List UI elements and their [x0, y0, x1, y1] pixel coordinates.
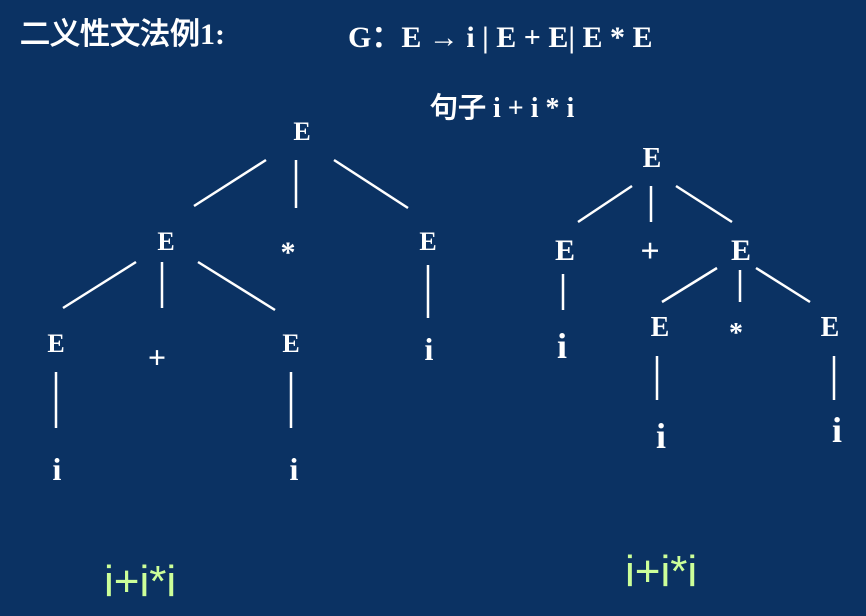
tree1-node-plus: +	[148, 339, 166, 375]
tree2-node-e-rl: E	[651, 312, 670, 343]
tree1-node-e-right: E	[419, 227, 436, 256]
tree2-leaf-i-rr: i	[832, 410, 842, 450]
tree1-leaf-i-right: i	[425, 331, 434, 367]
tree2-node-e-left: E	[555, 234, 575, 267]
parse-tree-1: E E * E E + E i i i	[47, 117, 436, 487]
tree2-edge	[755, 266, 811, 304]
tree2-node-e-rr: E	[821, 312, 840, 343]
tree1-node-e-left: E	[157, 227, 174, 256]
tree2-edge	[661, 266, 718, 304]
grammar-definition: G：E → i | E + E| E * E	[348, 21, 653, 54]
tree1-edge	[197, 260, 276, 312]
tree1-root-node: E	[293, 117, 310, 146]
tree1-leaf-i-lr: i	[290, 451, 299, 487]
slide-title: 二义性文法例1:	[20, 18, 225, 51]
tree2-node-mul: *	[729, 318, 743, 349]
tree2-leaf-i-left: i	[557, 326, 567, 366]
tree1-leaf-i-ll: i	[53, 451, 62, 487]
tree2-leaf-i-rl: i	[656, 416, 666, 456]
tree2-root-node: E	[643, 143, 662, 174]
sentence-label: 句子 i + i * i	[430, 93, 575, 124]
tree1-node-mul: *	[281, 236, 296, 269]
tree1-edge	[333, 158, 409, 210]
tree1-result-expression: i+i*i	[104, 557, 177, 606]
tree1-edge	[193, 158, 267, 208]
tree1-node-e-lr: E	[282, 329, 299, 358]
tree2-result-expression: i+i*i	[625, 547, 698, 596]
tree1-edge	[62, 260, 137, 310]
tree1-node-e-ll: E	[47, 329, 64, 358]
tree2-node-plus: +	[640, 233, 659, 270]
tree2-edge	[577, 184, 633, 224]
parse-tree-2: E E + E i E * E i i	[555, 143, 842, 456]
tree2-edge	[675, 184, 733, 224]
tree2-node-e-right: E	[731, 234, 751, 267]
